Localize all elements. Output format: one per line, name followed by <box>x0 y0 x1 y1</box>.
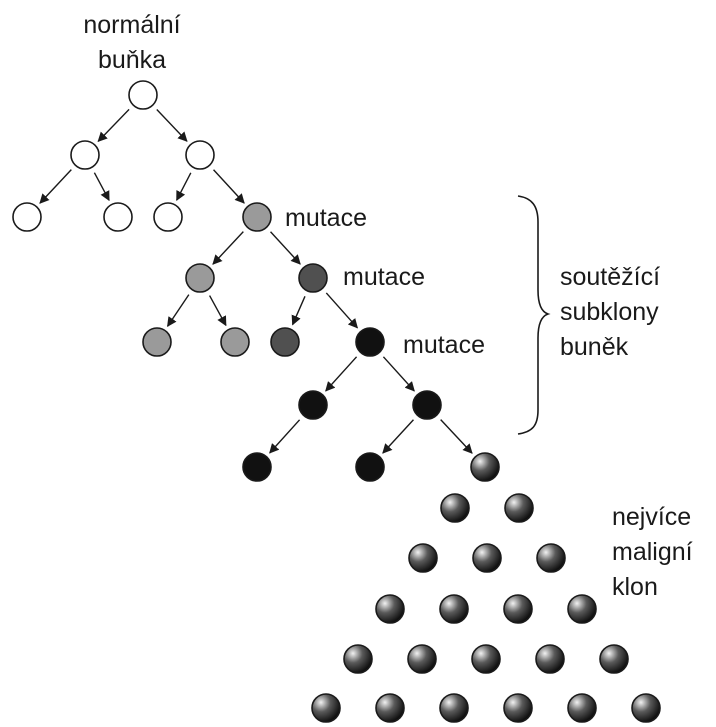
malignant-cell <box>439 693 469 723</box>
malignant-cell <box>504 493 534 523</box>
malignant-clone-label-line3: klon <box>612 573 658 601</box>
mutation-1-cell <box>242 202 272 232</box>
mutation-1-cell <box>220 327 250 357</box>
malignant-cell <box>536 543 566 573</box>
mutation-1-cell <box>142 327 172 357</box>
lineage-arrow <box>39 169 72 204</box>
lineage-arrow <box>382 419 414 454</box>
malignant-cell <box>375 594 405 624</box>
lineage-arrow <box>208 295 227 327</box>
lineage-arrow <box>213 169 245 204</box>
mutation-1-cell <box>185 263 215 293</box>
malignant-cell <box>631 693 661 723</box>
mutation-3-cell <box>298 390 328 420</box>
malignant-cell <box>567 594 597 624</box>
mutation-2-cell <box>270 327 300 357</box>
lineage-arrow <box>212 231 244 265</box>
normal-cell <box>70 140 100 170</box>
normal-cell <box>103 202 133 232</box>
subclones-label-line2: subklony <box>560 298 659 326</box>
cells <box>12 80 661 723</box>
malignant-cell <box>471 644 501 674</box>
lineage-arrow <box>325 292 359 329</box>
malignant-cell <box>472 543 502 573</box>
lineage-arrow <box>440 419 473 454</box>
malignant-cell <box>408 543 438 573</box>
mutation-3-cell <box>355 327 385 357</box>
subclones-label-line1: soutěžící <box>560 263 660 291</box>
mutation-2-cell <box>298 263 328 293</box>
lineage-arrow <box>97 108 130 143</box>
normal-cell-label-line2: buňka <box>98 46 166 74</box>
mutation-label-1: mutace <box>285 204 367 232</box>
normal-cell-label-line1: normální <box>83 11 180 39</box>
normal-cell <box>12 202 42 232</box>
malignant-clone-label-line2: maligní <box>612 538 693 566</box>
lineage-arrow <box>176 172 192 201</box>
normal-cell <box>128 80 158 110</box>
lineage-arrow <box>93 172 110 202</box>
mutation-3-cell <box>412 390 442 420</box>
normal-cell <box>185 140 215 170</box>
lineage-arrows <box>39 108 473 454</box>
malignant-cell <box>567 693 597 723</box>
malignant-cell <box>311 693 341 723</box>
mutation-label-3: mutace <box>403 331 485 359</box>
subclones-label-line3: buněk <box>560 333 629 361</box>
malignant-cell <box>503 693 533 723</box>
lineage-arrow <box>325 356 358 392</box>
malignant-cell <box>470 452 500 482</box>
malignant-cell <box>439 594 469 624</box>
lineage-arrow <box>156 109 188 142</box>
lineage-arrow <box>167 294 190 328</box>
subclones-brace <box>517 195 551 435</box>
malignant-cell <box>503 594 533 624</box>
normal-cell <box>153 202 183 232</box>
malignant-cell <box>375 693 405 723</box>
malignant-cell <box>407 644 437 674</box>
malignant-cell <box>599 644 629 674</box>
mutation-label-2: mutace <box>343 263 425 291</box>
malignant-clone-label-line1: nejvíce <box>612 503 691 531</box>
malignant-cell <box>343 644 373 674</box>
malignant-cell <box>535 644 565 674</box>
lineage-arrow <box>269 419 301 454</box>
lineage-arrow <box>270 231 301 265</box>
malignant-cell <box>440 493 470 523</box>
mutation-3-cell <box>355 452 385 482</box>
mutation-3-cell <box>242 452 272 482</box>
lineage-arrow <box>382 356 415 392</box>
lineage-arrow <box>291 296 306 326</box>
